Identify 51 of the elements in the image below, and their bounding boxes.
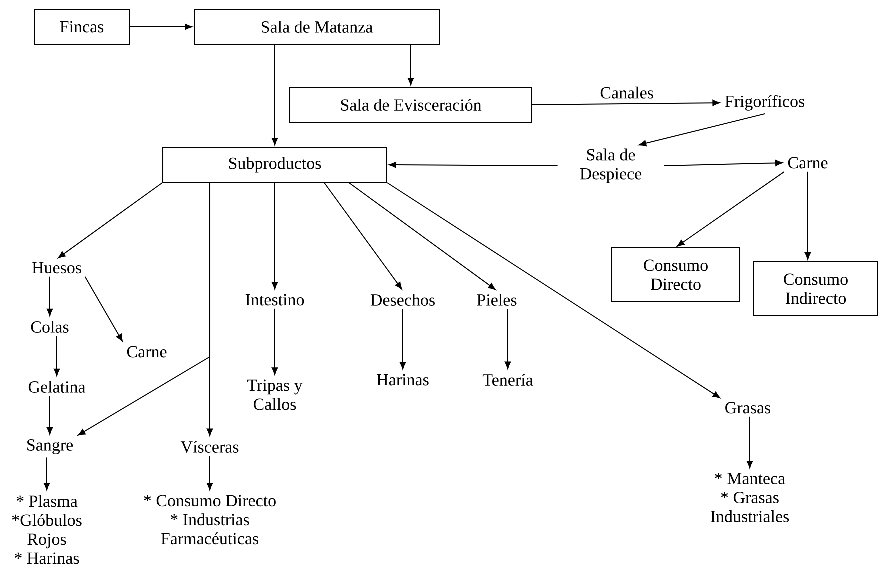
process-box: Fincas xyxy=(34,9,130,45)
arrow xyxy=(272,308,278,376)
process-box: Sala de Matanza xyxy=(194,9,440,45)
arrow xyxy=(206,456,214,490)
arrow xyxy=(46,276,54,316)
text-label: * Plasma *Glóbulos Rojos * Harinas xyxy=(12,495,82,564)
arrow xyxy=(272,44,278,146)
arrow xyxy=(639,114,766,147)
arrow xyxy=(664,160,784,166)
arrow xyxy=(54,336,60,376)
text-label: Tripas y Callos xyxy=(248,380,303,410)
text-label: Colas xyxy=(31,321,69,333)
process-box: Consumo Directo xyxy=(612,248,740,302)
arrow xyxy=(408,44,414,86)
arrow xyxy=(44,457,50,490)
text-label: Carne xyxy=(127,346,167,358)
text-label: Harinas xyxy=(377,374,429,386)
text-label: Sangre xyxy=(28,440,74,454)
text-label: Huesos xyxy=(32,262,82,274)
text-label: Frigoríficos xyxy=(725,95,805,111)
edge-label: Canales xyxy=(600,86,654,99)
text-label: Pieles xyxy=(477,294,517,306)
text-label: Carne xyxy=(788,157,828,169)
text-label: * Consumo Directo * Industrias Farmacéuticas xyxy=(144,495,276,545)
arrow xyxy=(532,100,720,106)
text-label: Tenería xyxy=(482,374,534,386)
arrow xyxy=(272,182,278,290)
text-label: Vísceras xyxy=(180,440,239,454)
text-label: Intestino xyxy=(246,294,304,306)
arrow xyxy=(389,162,558,168)
arrow xyxy=(400,308,406,370)
arrow xyxy=(504,308,512,370)
arrow xyxy=(804,171,812,260)
arrow xyxy=(387,182,720,398)
text-label: Desechos xyxy=(370,294,435,306)
arrow xyxy=(206,182,214,436)
process-box: Sala de Evisceración xyxy=(290,87,532,123)
text-label: Grasas xyxy=(726,402,771,414)
arrow xyxy=(84,276,124,342)
process-box: Consumo Indirecto xyxy=(754,262,878,316)
text-label: * Manteca * Grasas Industriales xyxy=(710,473,790,522)
arrow xyxy=(58,182,163,258)
text-label: Sala de Despiece xyxy=(580,148,642,184)
process-box: Subproductos xyxy=(162,147,388,183)
arrow xyxy=(324,182,402,290)
arrow xyxy=(677,171,785,247)
arrow xyxy=(348,182,496,290)
arrow xyxy=(46,396,54,435)
arrow xyxy=(130,24,193,30)
arrow xyxy=(746,416,754,468)
text-label: Gelatina xyxy=(28,381,86,393)
